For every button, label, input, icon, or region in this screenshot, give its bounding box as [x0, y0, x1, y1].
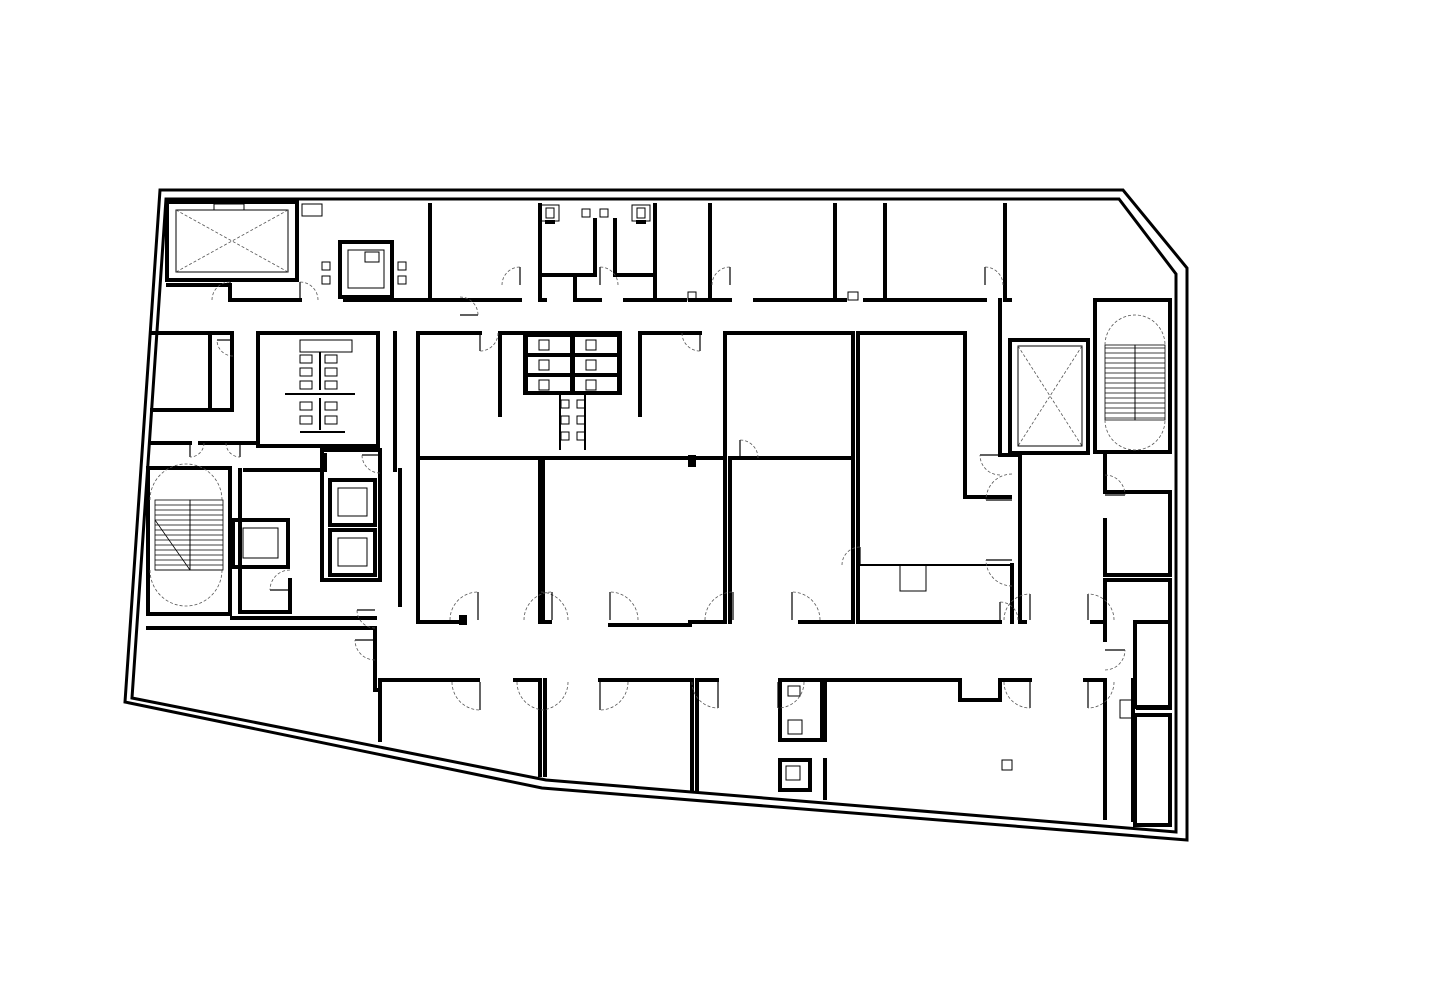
door-swing-arc: [459, 296, 479, 316]
wc-cubicle: [526, 375, 572, 395]
top-left-shaft: [165, 200, 323, 282]
door-swing-arc: [985, 559, 1013, 587]
door-swing-arc: [225, 442, 241, 458]
door-swing-arc: [539, 681, 569, 711]
door-swing-arc: [1104, 474, 1126, 496]
door-swing-arc: [269, 569, 291, 591]
wc-cubicle: [573, 355, 619, 375]
door-swing-arc: [211, 281, 231, 301]
door-swing-arc: [1087, 681, 1115, 709]
door-swing-arc: [599, 266, 619, 286]
door-swing-arc: [984, 266, 1004, 286]
north-rooms: [166, 203, 1012, 302]
door-swing-arc: [985, 473, 1013, 501]
door-swing-arc: [791, 591, 821, 621]
east-core: [998, 298, 1172, 457]
building-envelope: [123, 188, 1189, 842]
door-swing-arc: [704, 591, 734, 621]
toilet-icon: [585, 359, 597, 371]
door-swing-arc: [356, 609, 376, 629]
wc-cubicle: [526, 335, 572, 355]
south-rooms: [146, 626, 1135, 822]
door-swing-arc: [189, 442, 205, 458]
door-swing-arc: [523, 591, 553, 621]
door-swing-arc: [361, 454, 381, 474]
door-swing-arc: [841, 546, 861, 566]
door-swing-arc: [1003, 681, 1031, 709]
door-swing-arc: [516, 681, 546, 711]
door-swing-arc: [979, 454, 1001, 476]
door-swing-arc: [354, 639, 376, 661]
door-swing-arc: [691, 681, 719, 709]
door-swing-arc: [1104, 649, 1126, 671]
stair-west: [146, 463, 232, 616]
door-swing-arc: [1003, 593, 1031, 621]
door-swing-arc: [609, 591, 639, 621]
door-swing-arc: [1087, 593, 1115, 621]
door-swing-arc: [449, 591, 479, 621]
door-swing-arc: [501, 266, 521, 286]
toilet-icon: [585, 379, 597, 391]
door-swing-arc: [739, 439, 759, 459]
door-swing-arc: [539, 591, 569, 621]
wc-cubicle: [526, 355, 572, 375]
door-swing-arc: [711, 266, 731, 286]
door-swing-arc: [299, 281, 319, 301]
lift-lobby-west: [230, 331, 402, 620]
central-rooms: [416, 331, 1014, 627]
toilet-icon: [585, 339, 597, 351]
door-swing-arc: [216, 339, 234, 357]
door-swing-arc: [681, 332, 701, 352]
door-swing-arc: [599, 681, 629, 711]
toilet-icon: [538, 359, 550, 371]
left-toilet-core: [150, 331, 380, 448]
wc-cubicle: [573, 375, 619, 395]
toilet-icon: [538, 339, 550, 351]
toilet-icon: [538, 379, 550, 391]
door-swing-arc: [451, 681, 481, 711]
door-swing-arc: [479, 332, 499, 352]
door-swing-arc: [999, 601, 1019, 621]
door-swing-arc: [777, 681, 805, 709]
wc-cubicle: [573, 335, 619, 355]
door-swings: [189, 266, 1126, 711]
east-rooms: [998, 453, 1172, 827]
